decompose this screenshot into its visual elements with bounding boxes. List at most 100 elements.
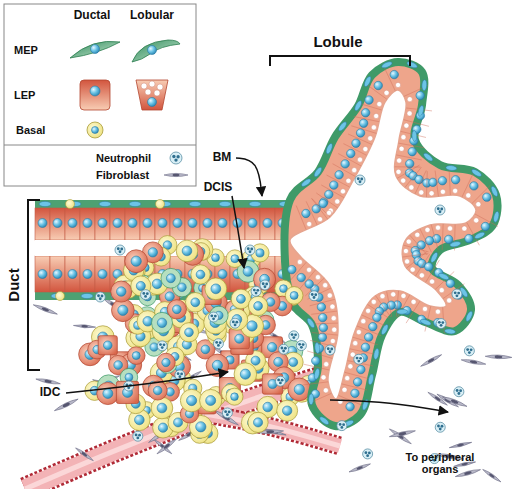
mep-nucleus (493, 211, 500, 223)
lep-vacuole (407, 97, 412, 102)
mep-nucleus (412, 130, 417, 141)
neutrophil-lobe (468, 351, 471, 354)
fibroblast-cell (36, 377, 61, 385)
fibroblast-cell (442, 395, 468, 408)
lep-vacuole (476, 202, 481, 207)
fibroblast-body (442, 395, 468, 408)
neutrophil-lobe (284, 347, 287, 350)
cell-nucleus (263, 219, 272, 228)
cell-nucleus (325, 190, 333, 198)
tumor-cell (127, 347, 145, 365)
cell-nucleus (158, 423, 167, 432)
neutrophil-lobe (159, 343, 162, 346)
cell-nucleus (365, 96, 373, 104)
cell-nucleus (157, 403, 167, 413)
tumor-cell-group (191, 265, 210, 284)
lep-vacuole (342, 387, 347, 392)
cell-nucleus (182, 246, 192, 256)
cell-nucleus (231, 255, 239, 263)
neutrophils (95, 175, 474, 464)
tumor-cell-group (185, 293, 205, 313)
fibroblast-cell (449, 441, 472, 449)
lep-vacuole (340, 189, 345, 194)
lep-vacuole (404, 123, 409, 128)
tumor-cell-group (127, 347, 145, 365)
lep-cell (185, 208, 200, 240)
fibroblast-nucleus (489, 473, 496, 479)
neutrophil-cell (354, 354, 364, 364)
tumor-cell-group (151, 397, 173, 419)
cell-nucleus (253, 418, 262, 427)
cell-nucleus (218, 270, 227, 279)
neutrophil-lobe (342, 423, 345, 426)
cell-nucleus (274, 357, 283, 366)
lep-vacuole (332, 327, 337, 332)
mep-nucleus (380, 324, 389, 336)
mep-nucleus (363, 76, 372, 88)
neutrophil-lobe (264, 285, 267, 288)
neutrophil-lobe (277, 379, 280, 382)
fibroblast-cell (33, 303, 58, 316)
tumor-cell (285, 287, 303, 305)
cell-nucleus (408, 147, 416, 155)
lep-vacuole (384, 90, 389, 95)
lep-vacuole (297, 259, 302, 264)
mep-nucleus (300, 177, 312, 187)
cell-nucleus (312, 357, 320, 365)
cell-nucleus (302, 209, 310, 217)
neutrophil-lobe (314, 293, 317, 296)
fibroblast-body (33, 303, 58, 316)
neutrophil-lobe (298, 343, 301, 346)
tumor-cell (176, 240, 198, 262)
lep-cell (65, 256, 80, 292)
tumor-cell (157, 353, 176, 372)
cell-nucleus (361, 343, 369, 351)
lep-vacuole (330, 338, 335, 343)
structure-label: DCIS (204, 181, 233, 194)
cell-nucleus (125, 373, 133, 381)
mep-ductal-icon (70, 41, 120, 58)
neutrophil-lobe (99, 297, 102, 300)
mep-nucleus (306, 317, 316, 329)
neutrophil-lobe (364, 451, 367, 454)
fibroblast-cell (453, 460, 476, 467)
cell-nucleus (162, 358, 170, 366)
cell-nucleus (364, 333, 372, 341)
neutrophil-cell (230, 318, 240, 328)
legend-divider (4, 145, 196, 146)
mep-nucleus (417, 105, 425, 117)
neutrophil-lobe (440, 324, 443, 327)
tumor-cell-group (176, 240, 198, 262)
neutrophil-lobe (357, 177, 360, 180)
tumor-cell (185, 293, 205, 313)
cell-nucleus (319, 313, 327, 321)
cell-nucleus (248, 219, 257, 228)
neutrophil-cell (141, 290, 151, 300)
neutrophil-cell (436, 319, 446, 329)
legend-text: Basal (16, 124, 45, 136)
lobule-acini (284, 60, 499, 427)
dcis-cluster (111, 236, 303, 343)
fibroblast-body (420, 353, 443, 367)
cell-nucleus (319, 323, 327, 331)
neutrophil-cell (337, 421, 347, 431)
neutrophil-cell (115, 245, 125, 255)
lep-vacuole (307, 221, 312, 226)
neutrophil-lobe (176, 155, 179, 158)
fibroblast-body (455, 468, 481, 478)
neutrophil-cell (157, 341, 167, 351)
lep-cell (95, 208, 110, 240)
neutrophil-cell (209, 312, 219, 322)
lep-vacuole (335, 199, 340, 204)
tumor-cell (248, 412, 268, 432)
mep-nucleus (406, 60, 418, 69)
tumor-cell-group (248, 296, 267, 315)
vessel-highlight (205, 414, 340, 446)
lep-vacuole (145, 89, 151, 95)
cell-nucleus (136, 281, 145, 290)
cell-nucleus (98, 219, 107, 228)
lep-cell (260, 208, 275, 240)
cell-nucleus (282, 406, 291, 415)
neutrophil-lobe (330, 348, 333, 351)
